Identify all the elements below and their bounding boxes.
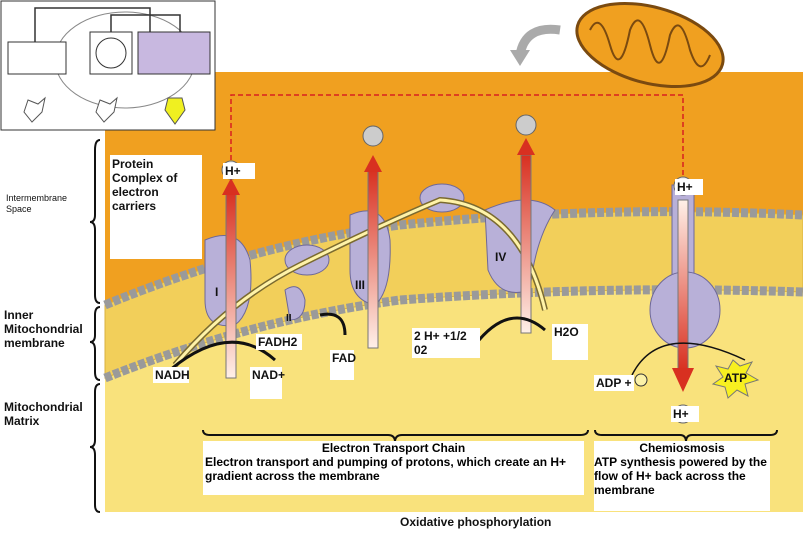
oxygen-arrow [473, 316, 546, 346]
complex-iv-label: IV [495, 250, 507, 264]
h-plus-label: H+ [223, 163, 255, 179]
atp-burst-icon [711, 359, 760, 399]
complex-iii-label: III [355, 278, 366, 292]
arrow-head [672, 368, 694, 392]
proton-pump-arrow-i [225, 189, 237, 379]
water-label: H2O [552, 324, 588, 360]
etc-description-box: Electron Transport Chain Electron transp… [203, 441, 584, 495]
arrow-head [222, 178, 240, 195]
adp-label: ADP + [594, 375, 634, 391]
h-plus-label: H+ [671, 406, 699, 422]
arrow-head [517, 138, 535, 155]
region-label-intermembrane: Intermembrane Space [6, 193, 68, 214]
fadh2-label: FADH2 [256, 334, 302, 350]
proton-pump-arrow-iii [367, 169, 379, 349]
fadh2-arrow [319, 312, 347, 336]
complex-i-label: I [215, 285, 219, 299]
complex-ii-label: II [286, 313, 292, 324]
atp-label: ATP [724, 371, 748, 385]
chemiosmosis-description: ATP synthesis powered by the flow of H+ … [594, 455, 767, 497]
atp-synthase-proton-arrow [677, 199, 689, 371]
protein-complex-label: Protein Complex of electron carriers [110, 155, 202, 259]
diagram-caption: Oxidative phosphorylation [400, 515, 552, 529]
mitochondrion-icon [510, 1, 725, 89]
overview-inset [0, 0, 216, 131]
brace-membrane [89, 306, 101, 381]
adp-arrow [631, 342, 746, 376]
nadh-label: NADH [153, 367, 190, 383]
arrow-head [364, 155, 382, 172]
chemiosmosis-description-box: Chemiosmosis ATP synthesis powered by th… [594, 441, 770, 511]
brace-intermembrane [89, 139, 101, 304]
etc-description: Electron transport and pumping of proton… [205, 455, 567, 483]
region-label-inner-membrane: Inner Mitochondrial membrane [4, 308, 83, 350]
nadh-arrow [169, 340, 276, 372]
etc-title: Electron Transport Chain [321, 441, 466, 455]
complex-ii [284, 286, 306, 321]
proton-sphere [515, 114, 537, 136]
h-plus-label: H+ [675, 179, 703, 195]
chemiosmosis-title: Chemiosmosis [639, 441, 725, 455]
proton-sphere [362, 125, 384, 147]
oxygen-label: 2 H+ +1/2 02 [412, 328, 480, 358]
region-label-matrix: Mitochondrial Matrix [4, 400, 83, 428]
brace-matrix [89, 383, 101, 513]
nad-plus-label: NAD+ [250, 367, 285, 399]
fad-label: FAD [330, 350, 356, 380]
phosphate-circle [634, 373, 648, 387]
proton-pump-arrow-iv [520, 154, 532, 334]
proton-flow-dashed-path [230, 94, 684, 175]
